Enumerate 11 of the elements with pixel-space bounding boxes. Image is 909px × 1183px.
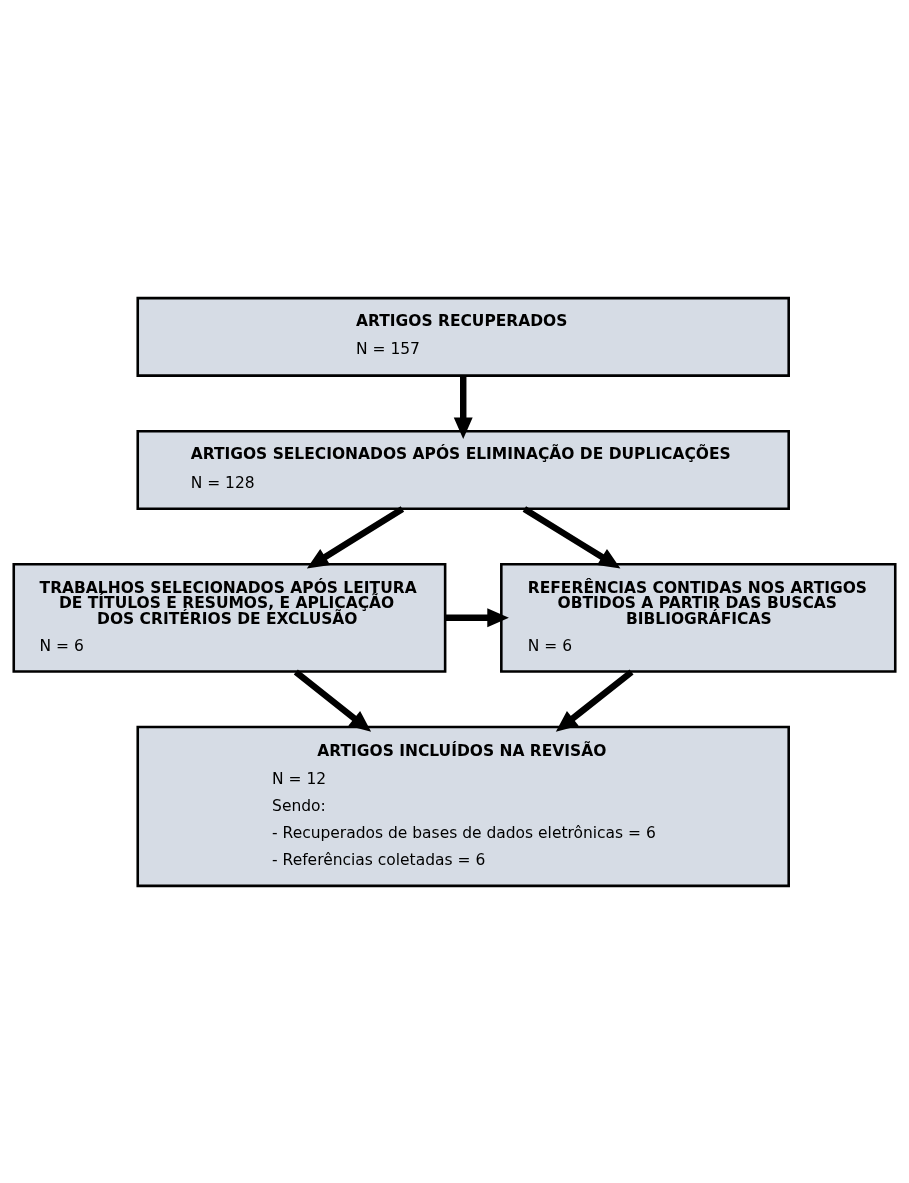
node-box: ARTIGOS SELECIONADOS APÓS ELIMINAÇÃO DE DUPLICAÇÕES N = 128	[136, 429, 790, 510]
node-box: ARTIGOS RECUPERADOS N = 157	[136, 296, 790, 377]
arrow	[445, 607, 509, 627]
arrow	[306, 505, 405, 568]
arrow	[293, 668, 372, 732]
arrow	[453, 375, 473, 439]
node-box: TRABALHOS SELECIONADOS APÓS LEITURA DE TÍTULOS E RESUMOS, E APLICAÇÃO DOS CRITÉRIOS DE EXCLUSÃO N = 6	[12, 562, 447, 673]
node-box: REFERÊNCIAS CONTIDAS NOS ARTIGOS OBTIDOS A PARTIR DAS BUSCAS BIBLIOGRÁFICAS N = 6	[500, 562, 897, 673]
arrow	[522, 505, 621, 568]
arrow	[555, 668, 634, 732]
node-box: ARTIGOS INCLUÍDOS NA REVISÃO N = 12 Sendo: - Recuperados de bases de dados eletrônicas = 6 - Referências coletadas = 6	[136, 725, 790, 887]
